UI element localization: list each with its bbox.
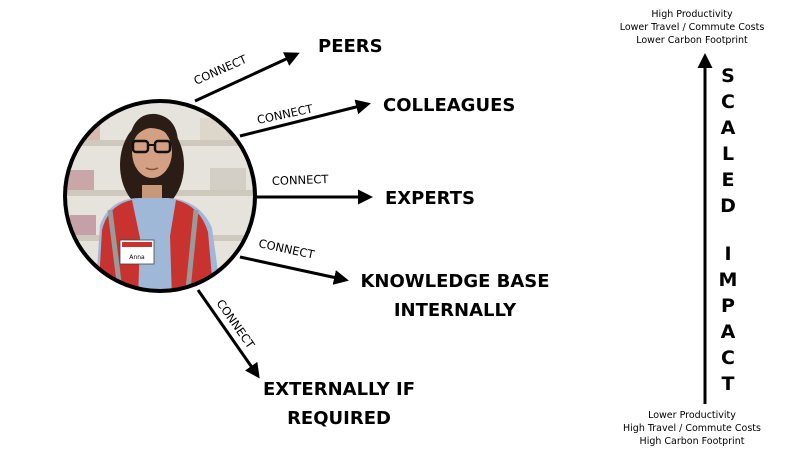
- scale-bottom-note-3: High Carbon Footprint: [640, 436, 745, 447]
- vertical-letter-scaled-4: E: [722, 169, 735, 191]
- connect-label: CONNECT: [256, 101, 315, 127]
- arrow-icon: [196, 289, 260, 379]
- vertical-letter-impact-0: I: [724, 243, 731, 265]
- vertical-letter-impact-4: C: [721, 347, 735, 369]
- arrow-icon: [239, 99, 371, 138]
- vertical-letter-impact-1: M: [719, 269, 738, 291]
- person-photo: Anna: [63, 99, 257, 293]
- connect-label: CONNECT: [272, 172, 330, 188]
- target-externally-line1: EXTERNALLY IF: [263, 379, 415, 400]
- scale-bottom-note-1: Lower Productivity: [648, 410, 736, 421]
- vertical-letter-scaled-2: A: [721, 117, 736, 139]
- scale-bottom-note-2: High Travel / Commute Costs: [623, 423, 761, 434]
- arrow-icon: [194, 52, 300, 103]
- connector-arrows: [194, 52, 373, 379]
- target-externally-line2: REQUIRED: [287, 408, 391, 429]
- vertical-letter-scaled-1: C: [721, 91, 735, 113]
- scaled-impact-scale: High Productivity Lower Travel / Commute…: [620, 9, 765, 447]
- scale-top-note-3: Lower Carbon Footprint: [636, 35, 748, 46]
- scale-top-note-1: High Productivity: [651, 9, 733, 20]
- target-labels: PEERS COLLEAGUES EXPERTS KNOWLEDGE BASE …: [263, 36, 550, 429]
- vertical-letter-impact-2: P: [721, 295, 735, 317]
- person-badge-text: Anna: [129, 254, 145, 261]
- vertical-letter-scaled-0: S: [721, 65, 735, 87]
- target-knowledge-base-line2: INTERNALLY: [394, 300, 517, 321]
- arrow-icon: [239, 255, 349, 285]
- target-experts: EXPERTS: [385, 188, 475, 209]
- connect-label: CONNECT: [257, 236, 316, 262]
- connect-label: CONNECT: [192, 52, 250, 88]
- target-colleagues: COLLEAGUES: [383, 95, 515, 116]
- scale-top-note-2: Lower Travel / Commute Costs: [620, 22, 765, 33]
- vertical-letter-impact-3: A: [721, 321, 736, 343]
- target-knowledge-base-line1: KNOWLEDGE BASE: [360, 271, 549, 292]
- vertical-letter-scaled-3: L: [722, 143, 734, 165]
- vertical-letter-impact-5: T: [722, 373, 735, 395]
- target-peers: PEERS: [318, 36, 383, 57]
- vertical-letter-scaled-5: D: [720, 195, 736, 217]
